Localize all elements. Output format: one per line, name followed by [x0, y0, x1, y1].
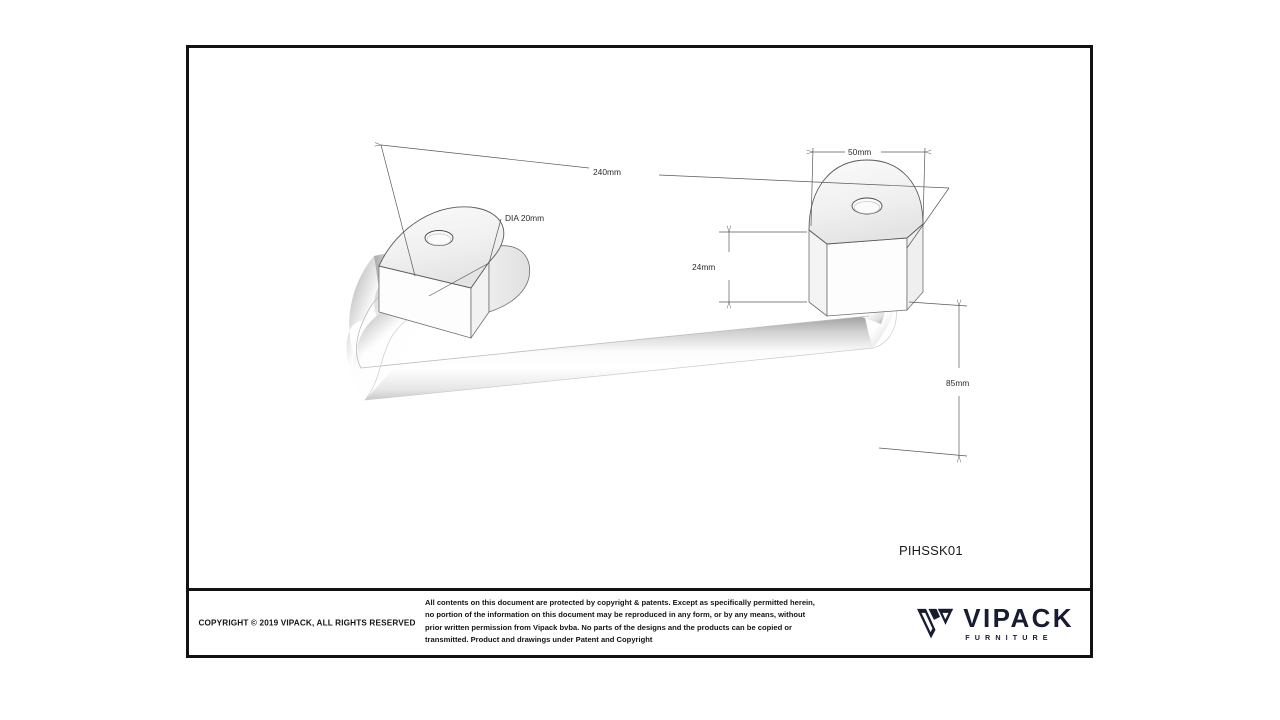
right-plate-left-face — [808, 229, 828, 317]
right-mounting-plate — [808, 159, 924, 317]
dim-50-label: 50mm — [848, 147, 871, 157]
vipack-v-monogram-icon — [917, 608, 954, 638]
dimension-overall-length: 240mm — [380, 144, 950, 277]
left-plate-top-face — [378, 206, 505, 289]
dim-dia-label: DIA 20mm — [505, 213, 544, 223]
right-plate-front-face — [826, 237, 908, 317]
left-mounting-plate — [378, 206, 531, 340]
logo-wordmark-text: VIPACK — [963, 602, 1074, 633]
legal-line-1: All contents on this document are protec… — [425, 598, 815, 607]
legal-line-3: prior written permission from Vipack bvb… — [425, 622, 792, 632]
handle-lower-bar — [361, 316, 873, 400]
dim-85-label: 85mm — [946, 378, 969, 388]
legal-disclaimer: All contents on this document are protec… — [425, 597, 849, 646]
dim-24-label: 24mm — [692, 262, 715, 272]
vipack-logo: VIPACK FURNITURE — [916, 605, 1074, 641]
dim-85-ext-top — [908, 301, 968, 307]
logo-subword-text: FURNITURE — [965, 632, 1053, 642]
drawing-sheet: 240mm DIA 20mm 50mm 24mm — [186, 45, 1093, 658]
legal-line-4: transmitted. Product and drawings under … — [425, 634, 653, 644]
dimension-standoff-depth: 85mm — [878, 301, 969, 457]
dim-240-line-a — [381, 145, 590, 169]
left-plate-curved-wall — [488, 245, 531, 313]
title-block: COPYRIGHT © 2019 VIPACK, ALL RIGHTS RESE… — [189, 588, 1090, 655]
dim-240-ext-left — [380, 144, 416, 277]
logo-wordmark-group: VIPACK FURNITURE — [963, 605, 1074, 641]
dim-dia-leader — [428, 218, 502, 297]
dim-240-label: 240mm — [593, 167, 621, 177]
dimension-bore-diameter: DIA 20mm — [428, 213, 544, 297]
dim-85-ext-bottom — [878, 447, 968, 457]
dim-50-ext-left — [810, 147, 814, 227]
left-plate-hole — [424, 230, 454, 246]
technical-drawing: 240mm DIA 20mm 50mm 24mm — [346, 48, 969, 588]
dim-240-ext-right — [906, 187, 950, 249]
legal-line-2: no portion of the information on this do… — [425, 610, 806, 620]
dimension-plate-height: 24mm — [692, 232, 807, 302]
drawing-area: 240mm DIA 20mm 50mm 24mm — [189, 48, 1090, 588]
right-plate-hole — [851, 197, 883, 215]
dimension-plate-width: 50mm — [810, 147, 926, 227]
dim-50-ext-right — [922, 147, 926, 223]
left-plate-hole-inner-shadow — [426, 233, 452, 246]
part-number-label: PIHSSK01 — [899, 543, 963, 558]
handle-blend-left — [357, 300, 415, 374]
right-plate-hole-inner-shadow — [853, 201, 881, 214]
copyright-notice: COPYRIGHT © 2019 VIPACK, ALL RIGHTS RESE… — [198, 618, 416, 628]
dim-240-line-b — [658, 174, 950, 189]
